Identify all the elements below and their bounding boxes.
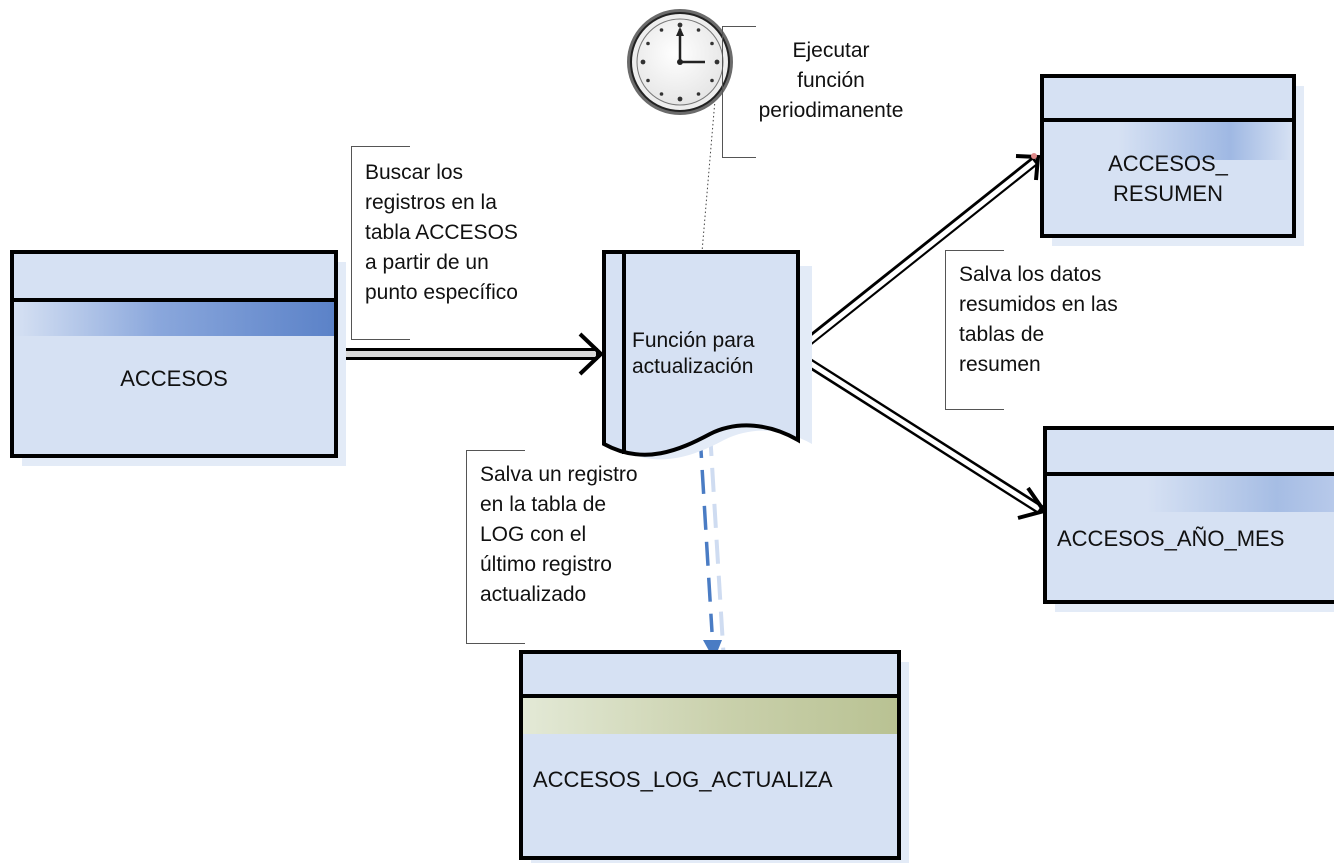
process-function-label: Función para actualización [632,328,755,380]
note-ejecutar-bracket-top [722,26,756,27]
dashed-arrow-function-to-log [698,431,726,663]
process-label-line2: actualización [632,355,754,378]
note-buscar-line-2: registros en la [365,191,497,214]
arrow-accesos-to-function [336,332,604,376]
entity-accesos-header-gradient [14,302,334,336]
note-buscar-line-1: Buscar los [365,161,464,184]
note-resumen-line-4: resumen [959,353,1041,376]
note-ejecutar-line-3: periodimanente [758,99,904,122]
entity-resumen-header [1044,78,1292,122]
clock-icon [627,9,733,115]
process-label-line1: Función para [632,329,755,352]
note-buscar-registros: Buscar los registros en la tabla ACCESOS… [351,146,571,340]
entity-accesos: ACCESOS [10,250,338,458]
note-log-line-4: último registro [480,553,612,576]
entity-log-label: ACCESOS_LOG_ACTUALIZA [533,767,833,792]
entity-anio-mes-header-gradient [1047,476,1334,512]
entity-resumen-header-gradient [1044,122,1292,160]
note-log-line-3: LOG con el [480,523,587,546]
note-buscar-line-5: punto específico [365,281,518,304]
note-resumen-line-3: tablas de [959,323,1045,346]
note-ejecutar: Ejecutar función periodimanente [722,26,922,158]
note-buscar-bracket-top [352,146,410,147]
entity-accesos-anio-mes: ACCESOS_AÑO_MES [1043,426,1334,604]
process-function-shape [602,250,812,460]
note-resumen-line-1: Salva los datos [959,263,1102,286]
entity-accesos-header [14,254,334,302]
note-ejecutar-bracket-right [722,26,723,158]
entity-log-header-gradient [523,698,897,734]
entity-resumen-label-line2: RESUMEN [1112,181,1223,206]
note-log-bracket-bottom [467,643,525,644]
note-buscar-bracket-bottom [352,339,410,340]
entity-log-header [523,654,897,698]
note-log-line-5: actualizado [480,583,587,606]
clock-connector-line [701,99,716,253]
note-ejecutar-line-2: función [797,69,865,92]
note-resumen-bracket-top [946,250,1004,251]
note-resumen-bracket-bottom [946,409,1004,410]
note-log-line-2: en la tabla de [480,493,607,516]
note-salva-log: Salva un registro en la tabla de LOG con… [466,450,686,644]
note-ejecutar-line-1: Ejecutar [792,39,870,62]
note-log-line-1: Salva un registro [480,463,638,486]
entity-resumen-label-line1: ACCESOS_ [1108,151,1228,176]
note-resumen-line-2: resumidos en las [959,293,1118,316]
entity-anio-mes-label: ACCESOS_AÑO_MES [1057,526,1285,551]
entity-accesos-resumen: ACCESOS_ RESUMEN [1040,74,1296,238]
note-ejecutar-bracket-bottom [722,157,756,158]
note-buscar-line-4: a partir de un [365,251,489,274]
arrow-function-to-resumen [791,153,1041,356]
entity-accesos-log: ACCESOS_LOG_ACTUALIZA [519,650,901,860]
entity-anio-mes-header [1047,430,1334,476]
note-salva-resumen: Salva los datos resumidos en las tablas … [945,250,1165,410]
note-buscar-line-3: tabla ACCESOS [365,221,518,244]
entity-accesos-label: ACCESOS [120,366,228,391]
note-log-bracket-top [467,450,525,451]
